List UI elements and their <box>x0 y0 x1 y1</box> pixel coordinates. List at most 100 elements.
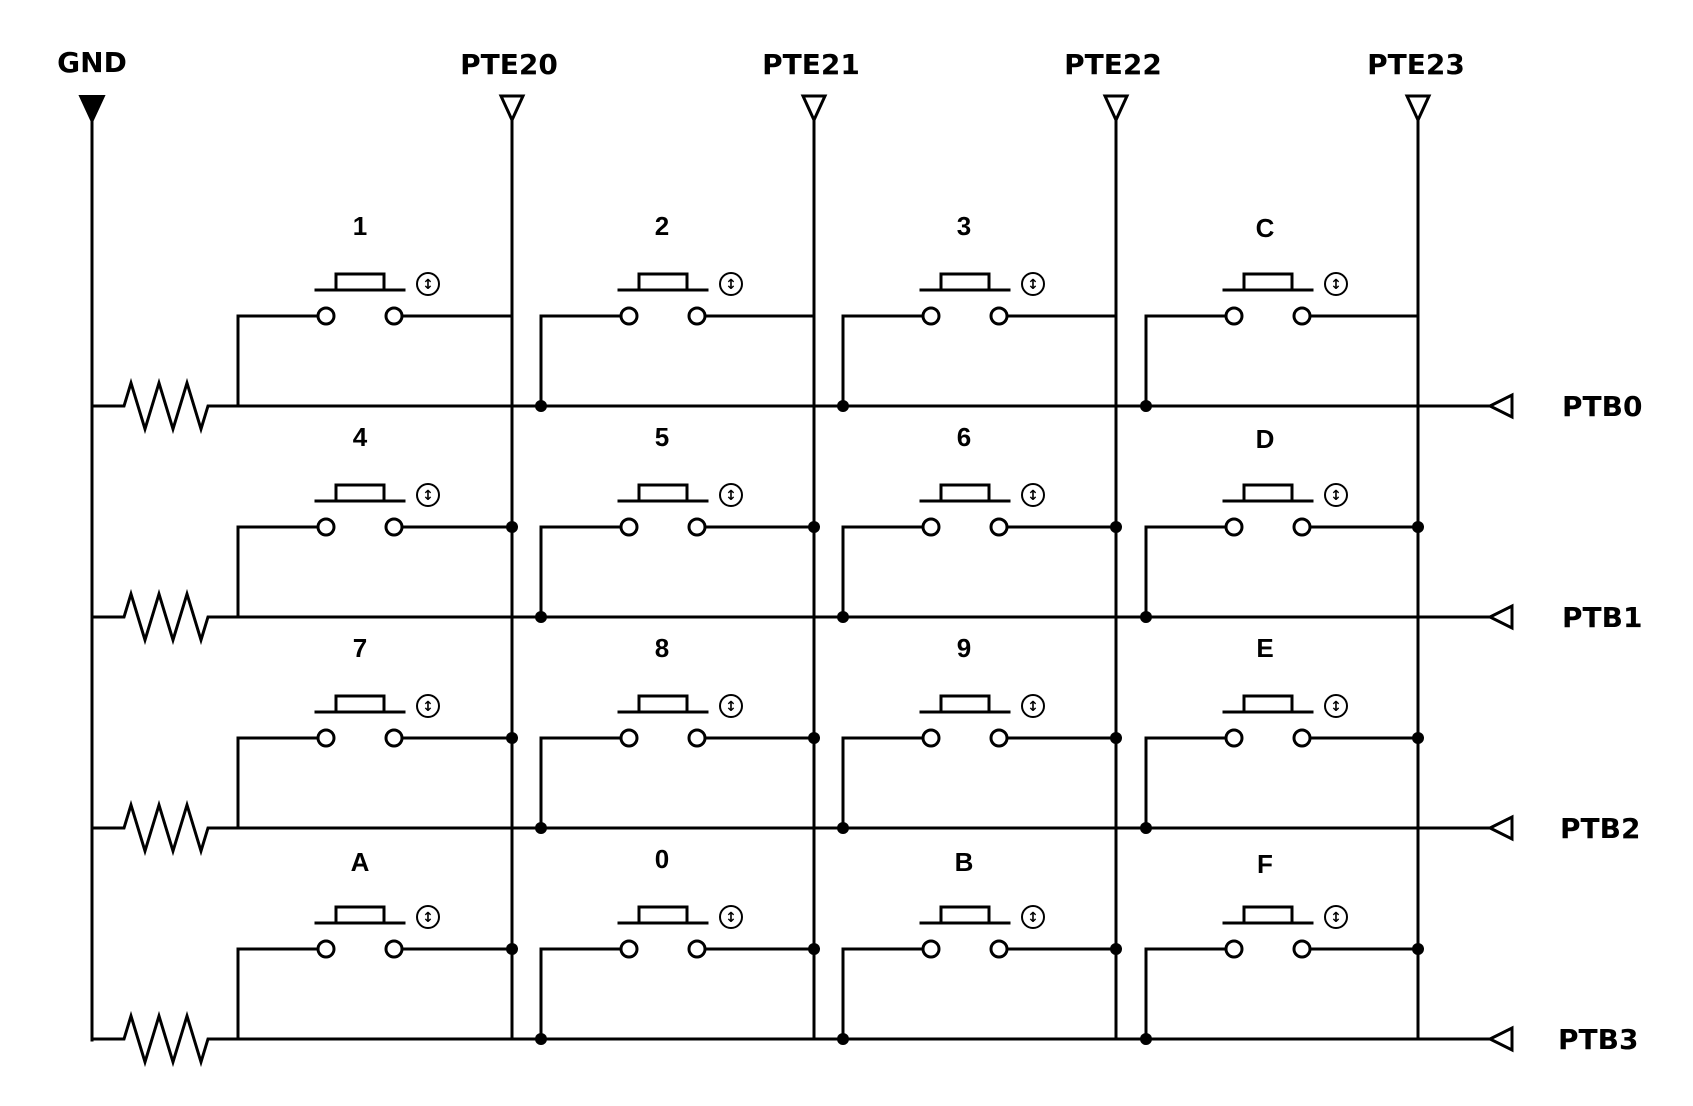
switch-contact-left <box>619 939 639 959</box>
pushbutton-switch-icon: ↕ <box>617 272 743 326</box>
key-label-2: 2 <box>655 211 669 241</box>
switch-contact-right <box>384 306 404 326</box>
switch-contact-right <box>384 728 404 748</box>
input-arrow-left-icon <box>1486 392 1514 420</box>
input-arrow-down-icon <box>1102 94 1130 124</box>
input-arrow-left-icon <box>1486 814 1514 842</box>
resistor-icon <box>90 588 240 646</box>
key-label-4: 4 <box>353 422 368 452</box>
switch-action-glyph: ↕ <box>1027 910 1039 926</box>
input-arrow-down-icon <box>1404 94 1432 124</box>
up-down-arrow-icon <box>1021 272 1045 296</box>
switch-plunger <box>334 905 386 925</box>
column-label-pte22: PTE22 <box>1064 48 1162 81</box>
pushbutton-switch-icon: ↕ <box>617 694 743 748</box>
pushbutton-switch-icon: ↕ <box>617 905 743 959</box>
key-label-f: F <box>1257 849 1273 879</box>
up-down-arrow-icon <box>1324 483 1348 507</box>
switch-action-glyph: ↕ <box>1330 910 1342 926</box>
up-down-arrow-icon <box>1021 483 1045 507</box>
junction-dot <box>837 400 849 412</box>
switch-plunger <box>939 272 991 292</box>
pushbutton-switch-icon: ↕ <box>919 483 1045 537</box>
key-label-3: 3 <box>957 211 971 241</box>
switch-plunger <box>939 694 991 714</box>
switch-plunger <box>1242 905 1294 925</box>
pushbutton-switch-icon: ↕ <box>314 272 440 326</box>
junction-dot <box>506 943 518 955</box>
wiring-group <box>90 94 1514 1068</box>
junction-dot <box>1140 1033 1152 1045</box>
key-label-1: 1 <box>353 211 367 241</box>
switch-contact-right <box>384 517 404 537</box>
junction-dot <box>535 1033 547 1045</box>
switch-action-glyph: ↕ <box>1330 488 1342 504</box>
switch-plunger <box>637 905 689 925</box>
switches-group: ↕↕↕↕↕↕↕↕↕↕↕↕↕↕↕↕ <box>314 272 1348 959</box>
pushbutton-switch-icon: ↕ <box>919 272 1045 326</box>
junction-dot <box>837 611 849 623</box>
switch-contact-left <box>1224 939 1244 959</box>
switch-contact-right <box>687 939 707 959</box>
switch-action-glyph: ↕ <box>422 488 434 504</box>
up-down-arrow-icon <box>1324 272 1348 296</box>
junction-dot <box>1412 732 1424 744</box>
junction-dot <box>506 521 518 533</box>
up-down-arrow-icon <box>416 694 440 718</box>
key-label-b: B <box>955 847 974 877</box>
pushbutton-switch-icon: ↕ <box>919 905 1045 959</box>
switch-contact-left <box>921 728 941 748</box>
key-label-c: C <box>1256 213 1275 243</box>
switch-contact-right <box>384 939 404 959</box>
junction-dots-group <box>506 400 1424 1045</box>
switch-contact-left <box>1224 728 1244 748</box>
junction-dot <box>535 611 547 623</box>
switch-contact-left <box>921 939 941 959</box>
key-label-a: A <box>351 847 370 877</box>
row-label-ptb3: PTB3 <box>1558 1023 1638 1056</box>
key-label-6: 6 <box>957 422 971 452</box>
pushbutton-switch-icon: ↕ <box>1222 483 1348 537</box>
junction-dot <box>1412 943 1424 955</box>
junction-dot <box>1140 822 1152 834</box>
switch-contact-left <box>619 728 639 748</box>
switch-contact-right <box>1292 939 1312 959</box>
column-label-pte20: PTE20 <box>460 48 558 81</box>
switch-action-glyph: ↕ <box>1330 699 1342 715</box>
switch-contact-right <box>687 306 707 326</box>
key-label-d: D <box>1256 424 1275 454</box>
up-down-arrow-icon <box>416 905 440 929</box>
switch-contact-right <box>989 728 1009 748</box>
key-label-7: 7 <box>353 633 367 663</box>
row-label-ptb1: PTB1 <box>1562 601 1642 634</box>
switch-action-glyph: ↕ <box>1027 277 1039 293</box>
input-arrow-left-icon <box>1486 1025 1514 1053</box>
switch-contact-left <box>619 517 639 537</box>
junction-dot <box>506 732 518 744</box>
switch-action-glyph: ↕ <box>422 277 434 293</box>
switch-action-glyph: ↕ <box>725 488 737 504</box>
resistor-icon <box>90 377 240 435</box>
up-down-arrow-icon <box>416 272 440 296</box>
switch-contact-right <box>687 517 707 537</box>
switch-plunger <box>637 694 689 714</box>
up-down-arrow-icon <box>416 483 440 507</box>
pushbutton-switch-icon: ↕ <box>1222 694 1348 748</box>
junction-dot <box>808 943 820 955</box>
switch-action-glyph: ↕ <box>422 699 434 715</box>
ground-arrow-icon <box>78 95 106 125</box>
up-down-arrow-icon <box>719 272 743 296</box>
switch-action-glyph: ↕ <box>1330 277 1342 293</box>
switch-action-glyph: ↕ <box>422 910 434 926</box>
switch-contact-right <box>687 728 707 748</box>
junction-dot <box>535 822 547 834</box>
junction-dot <box>837 822 849 834</box>
row-label-ptb2: PTB2 <box>1560 812 1640 845</box>
switch-contact-right <box>989 306 1009 326</box>
pushbutton-switch-icon: ↕ <box>617 483 743 537</box>
switch-plunger <box>334 694 386 714</box>
row-label-ptb0: PTB0 <box>1562 390 1642 423</box>
switch-plunger <box>637 272 689 292</box>
pushbutton-switch-icon: ↕ <box>314 694 440 748</box>
